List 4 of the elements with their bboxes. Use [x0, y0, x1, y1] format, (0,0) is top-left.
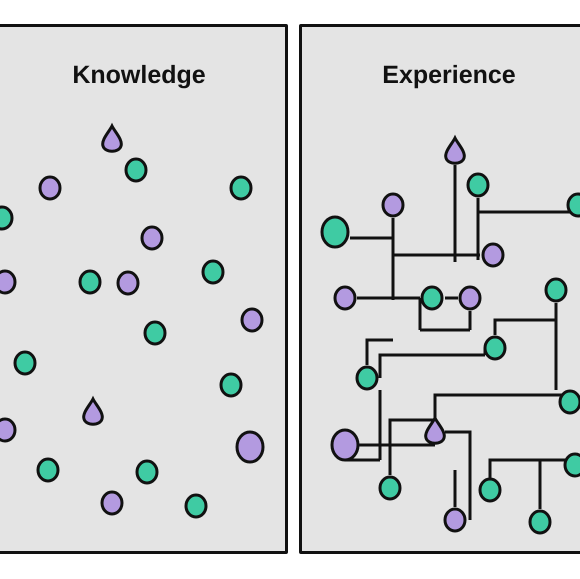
panel — [0, 24, 288, 554]
panel-title: Knowledge — [71, 61, 207, 90]
panel-title: Experience — [381, 61, 517, 90]
panel — [299, 24, 580, 554]
